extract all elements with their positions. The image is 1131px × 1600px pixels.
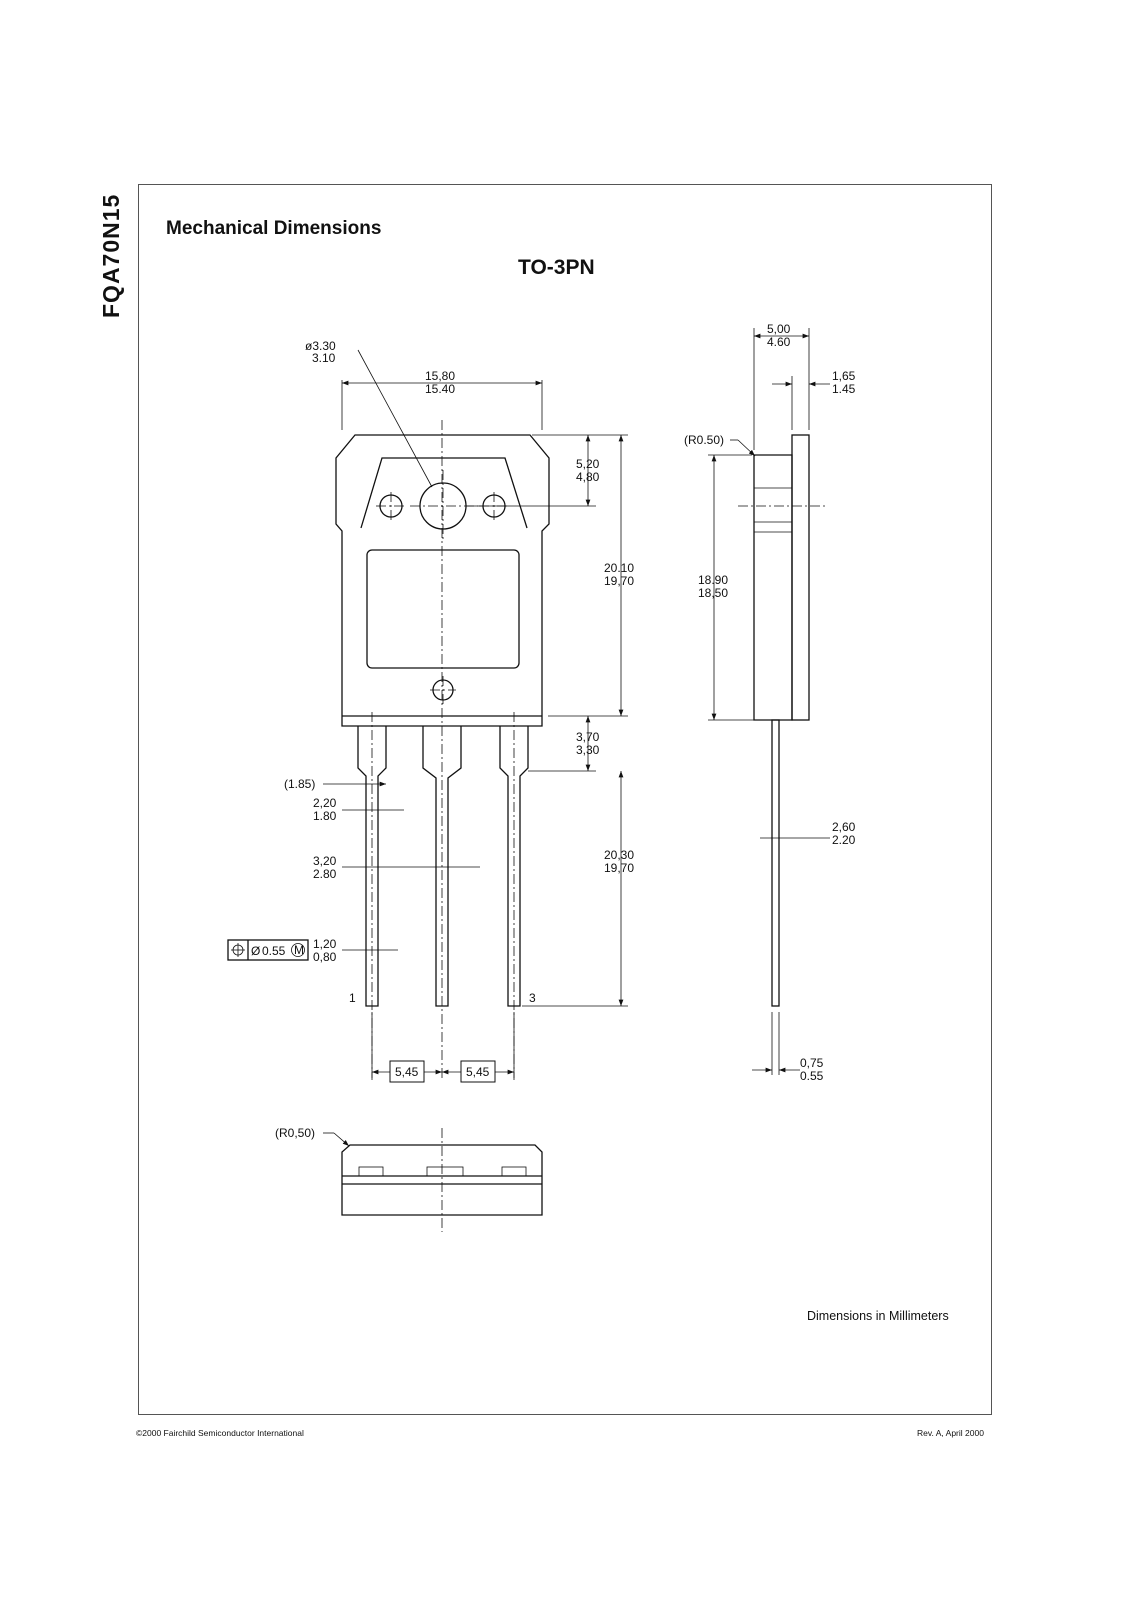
dim-body-height-max: 20.10 — [604, 561, 634, 575]
dim-body-thickness-min: 4.60 — [767, 335, 791, 349]
dim-lead-width-min: 0,80 — [313, 950, 337, 964]
footer-copyright: ©2000 Fairchild Semiconductor Internatio… — [136, 1428, 304, 1438]
units-note: Dimensions in Millimeters — [807, 1309, 949, 1323]
dim-hole-offset-min: 4,80 — [576, 470, 600, 484]
dim-lead-offset-min: 2.20 — [832, 833, 856, 847]
dim-side-height-min: 18,50 — [698, 586, 728, 600]
dim-lead-offset-max: 2,60 — [832, 820, 856, 834]
drawing-frame — [138, 184, 992, 1415]
dim-lead-width-max: 1,20 — [313, 937, 337, 951]
dim-bottom-corner-radius: (R0,50) — [275, 1126, 315, 1140]
dim-side-height-max: 18.90 — [698, 573, 728, 587]
dim-pitch-a: 5,45 — [395, 1065, 419, 1079]
dim-lead-step-min: 1.80 — [313, 809, 337, 823]
dim-lead-length-max: 20,30 — [604, 848, 634, 862]
pin-1-label: 1 — [349, 991, 356, 1005]
footer-revision: Rev. A, April 2000 — [917, 1428, 984, 1438]
dim-side-corner-radius: (R0.50) — [684, 433, 724, 447]
dim-center-lead-min: 2.80 — [313, 867, 337, 881]
section-title: Mechanical Dimensions — [166, 218, 382, 239]
dim-body-height-min: 19,70 — [604, 574, 634, 588]
dim-lead-length-min: 19,70 — [604, 861, 634, 875]
dim-tab-thickness-min: 1.45 — [832, 382, 856, 396]
tolerance-prefix: Ø — [251, 944, 260, 958]
dim-lead-step-max: 2,20 — [313, 796, 337, 810]
dim-center-lead-max: 3,20 — [313, 854, 337, 868]
pin-3-label: 3 — [529, 991, 536, 1005]
dim-hole-diameter-max: ø3.30 — [305, 339, 336, 353]
dim-lead-shoulder-max: 3,70 — [576, 730, 600, 744]
dim-tab-thickness-max: 1,65 — [832, 369, 856, 383]
dim-hole-diameter-min: 3.10 — [312, 351, 336, 365]
bottom-view: (R0,50) — [275, 1126, 543, 1232]
dim-lead-thickness-min: 0.55 — [800, 1069, 824, 1083]
dim-lead-thickness-max: 0,75 — [800, 1056, 824, 1070]
side-view: 5,00 4.60 1,65 1.45 (R0.50) 18.90 18,50 … — [684, 322, 856, 1083]
dim-pitch-b: 5,45 — [466, 1065, 490, 1079]
dim-body-width-min: 15.40 — [425, 382, 455, 396]
tolerance-modifier: M — [294, 943, 304, 957]
dim-body-thickness-max: 5,00 — [767, 322, 791, 336]
tolerance-value: 0.55 — [262, 944, 286, 958]
package-title: TO-3PN — [518, 256, 595, 279]
front-view: 15,80 15.40 ø3.30 3.10 5,20 4,80 20.10 1… — [227, 339, 634, 1083]
dim-lead-shoulder-min: 3,30 — [576, 743, 600, 757]
dim-ref-185: (1.85) — [284, 777, 315, 791]
position-tolerance-frame: Ø 0.55 M — [227, 939, 309, 961]
dim-hole-offset-max: 5,20 — [576, 457, 600, 471]
dim-body-width-max: 15,80 — [425, 369, 455, 383]
